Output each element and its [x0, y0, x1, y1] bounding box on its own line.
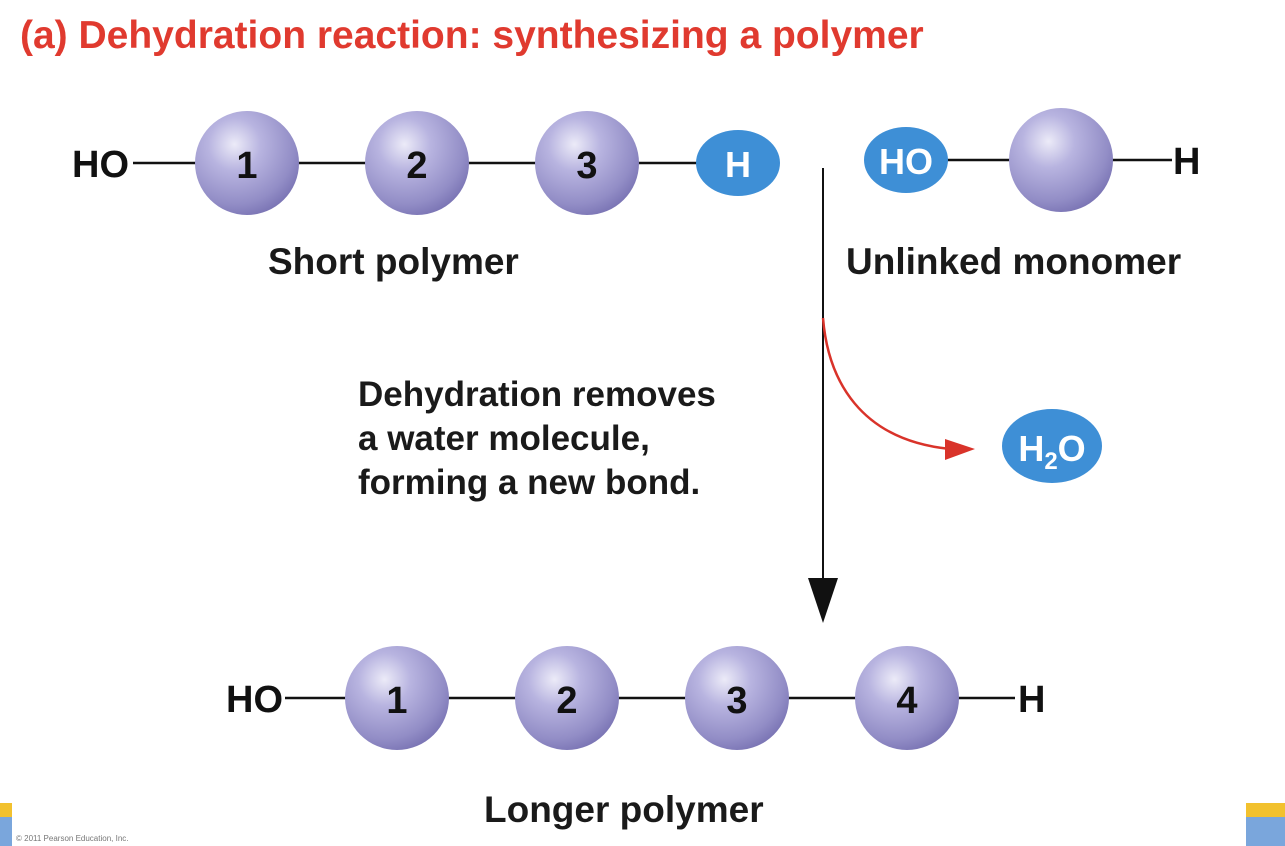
long-monomer-label-3: 3	[726, 680, 747, 722]
unlinked-monomer-caption: Unlinked monomer	[846, 241, 1182, 282]
monomer-label-2: 2	[406, 145, 427, 187]
short-polymer-caption: Short polymer	[268, 241, 519, 282]
copyright-notice: © 2011 Pearson Education, Inc.	[16, 834, 129, 843]
water-arrowhead	[945, 439, 975, 460]
hydrogen-highlight	[696, 130, 780, 196]
water-bubble	[1002, 409, 1102, 483]
reaction-description-line-1: Dehydration removes	[358, 375, 716, 414]
longer-polymer-ho-label: HO	[226, 679, 283, 721]
water-arrow-curve	[821, 317, 951, 451]
unlinked-monomer-sphere	[1009, 108, 1113, 212]
unlinked-monomer: HO H	[864, 108, 1200, 212]
monomer-label-3: 3	[576, 145, 597, 187]
water-label: H2O	[1018, 428, 1085, 475]
water-molecule: H2O	[1002, 409, 1102, 483]
reaction-arrowhead	[808, 578, 838, 623]
corner-accent-yellow-right	[1246, 803, 1285, 817]
water-release-arrow	[821, 317, 975, 460]
short-polymer: HO 1 2 3 H	[72, 111, 780, 215]
long-monomer-sphere-4	[855, 646, 959, 750]
long-monomer-sphere-1	[345, 646, 449, 750]
long-monomer-sphere-3	[685, 646, 789, 750]
corner-accent-blue-left	[0, 817, 12, 846]
reaction-description-line-3: forming a new bond.	[358, 463, 701, 502]
corner-accent-blue-right	[1246, 817, 1285, 846]
monomer-sphere-3	[535, 111, 639, 215]
hydroxyl-highlight	[864, 127, 948, 193]
long-monomer-label-2: 2	[556, 680, 577, 722]
monomer-sphere-1	[195, 111, 299, 215]
long-monomer-sphere-2	[515, 646, 619, 750]
monomer-h-label: H	[1173, 141, 1200, 183]
longer-polymer: HO 1 2 3 4 H	[226, 646, 1045, 750]
monomer-sphere-2	[365, 111, 469, 215]
corner-accent-yellow-left	[0, 803, 12, 817]
short-polymer-ho-label: HO	[72, 144, 129, 186]
monomer-ho-label: HO	[879, 141, 933, 182]
long-monomer-label-4: 4	[896, 680, 917, 722]
figure-title: (a) Dehydration reaction: synthesizing a…	[20, 14, 924, 57]
short-polymer-h-label: H	[725, 144, 751, 185]
reaction-description-line-2: a water molecule,	[358, 419, 650, 458]
reaction-description: Dehydration removes a water molecule, fo…	[358, 373, 716, 505]
longer-polymer-caption: Longer polymer	[484, 789, 764, 830]
longer-polymer-h-label: H	[1018, 679, 1045, 721]
long-monomer-label-1: 1	[386, 680, 407, 722]
reaction-arrow	[808, 168, 838, 623]
monomer-label-1: 1	[236, 145, 257, 187]
